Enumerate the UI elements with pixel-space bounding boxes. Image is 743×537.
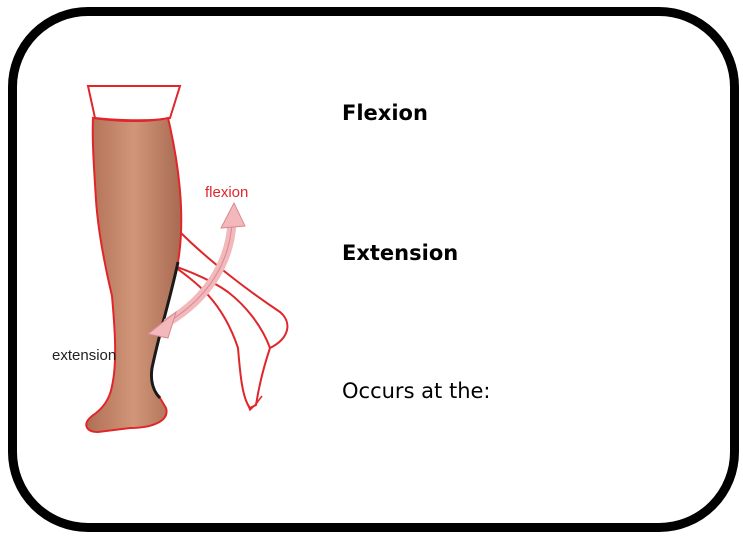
extension-label: extension	[52, 347, 116, 364]
shorts-shape	[88, 86, 180, 120]
occurs-at-prompt: Occurs at the:	[342, 379, 491, 403]
arrowhead-flexion	[221, 203, 245, 228]
extended-leg-shape	[86, 118, 181, 432]
flexion-label: flexion	[205, 184, 248, 201]
term-flexion: Flexion	[342, 101, 428, 125]
leg-illustration: flexion extension	[40, 80, 320, 450]
term-extension: Extension	[342, 241, 458, 265]
